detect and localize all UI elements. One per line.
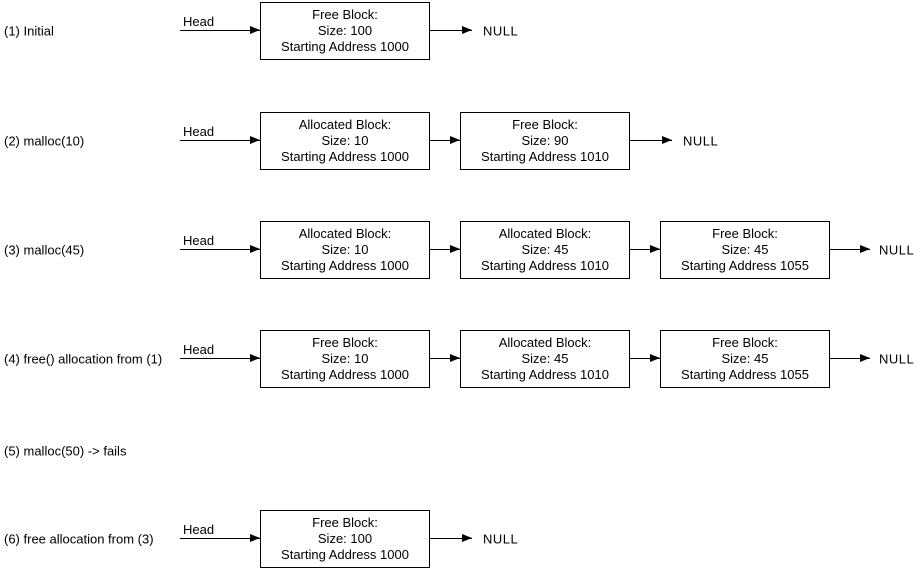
row-label: (4) free() allocation from (1) — [4, 351, 163, 367]
diagram-row-4: (4) free() allocation from (1) Head Free… — [0, 330, 921, 388]
block-address: Starting Address 1010 — [481, 149, 609, 164]
link-arrow — [830, 354, 870, 363]
link-arrow — [430, 245, 460, 254]
row-label: (5) malloc(50) -> fails — [4, 443, 127, 459]
null-label: NULL — [483, 23, 519, 39]
block-address: Starting Address 1000 — [281, 547, 409, 562]
link-arrow — [430, 354, 460, 363]
block-title: Allocated Block: — [298, 117, 392, 132]
block-title: Free Block: — [312, 7, 378, 22]
head-label: Head — [183, 233, 215, 248]
block-size: Size: 100 — [317, 531, 373, 546]
link-arrow — [830, 245, 870, 254]
block-size: Size: 45 — [521, 351, 569, 366]
memory-block: Free Block: Size: 10 Starting Address 10… — [260, 330, 430, 388]
memory-block: Allocated Block: Size: 10 Starting Addre… — [260, 221, 430, 279]
null-label: NULL — [683, 133, 719, 149]
block-address: Starting Address 1010 — [481, 258, 609, 273]
memory-block: Allocated Block: Size: 45 Starting Addre… — [460, 330, 630, 388]
memory-block: Allocated Block: Size: 45 Starting Addre… — [460, 221, 630, 279]
block-title: Allocated Block: — [298, 226, 392, 241]
block-size: Size: 100 — [317, 23, 373, 38]
block-address: Starting Address 1010 — [481, 367, 609, 382]
row-label: (1) Initial — [4, 23, 54, 39]
link-arrow — [430, 26, 472, 35]
head-arrow: Head — [180, 233, 260, 254]
block-title: Free Block: — [712, 226, 778, 241]
block-address: Starting Address 1000 — [281, 149, 409, 164]
link-arrow — [430, 136, 460, 145]
row-label: (6) free allocation from (3) — [4, 531, 154, 547]
link-arrow — [630, 245, 660, 254]
row-label: (3) malloc(45) — [4, 242, 85, 258]
diagram-row-6: (6) free allocation from (3) Head Free B… — [0, 510, 921, 568]
diagram-row-5: (5) malloc(50) -> fails — [0, 422, 921, 480]
block-address: Starting Address 1055 — [681, 258, 809, 273]
diagram-row-3: (3) malloc(45) Head Allocated Block: Siz… — [0, 221, 921, 279]
block-size: Size: 90 — [521, 133, 569, 148]
head-arrow: Head — [180, 124, 260, 145]
head-arrow: Head — [180, 14, 260, 35]
diagram-row-1: (1) Initial Head Free Block: Size: 100 S… — [0, 2, 921, 60]
diagram-row-2: (2) malloc(10) Head Allocated Block: Siz… — [0, 112, 921, 170]
head-label: Head — [183, 14, 215, 29]
head-label: Head — [183, 124, 215, 139]
link-arrow — [630, 136, 672, 145]
head-arrow: Head — [180, 522, 260, 543]
head-arrow: Head — [180, 342, 260, 363]
memory-block: Free Block: Size: 90 Starting Address 10… — [460, 112, 630, 170]
block-title: Free Block: — [512, 117, 578, 132]
block-title: Free Block: — [312, 335, 378, 350]
block-size: Size: 45 — [521, 242, 569, 257]
block-address: Starting Address 1000 — [281, 39, 409, 54]
memory-block: Free Block: Size: 45 Starting Address 10… — [660, 330, 830, 388]
block-title: Allocated Block: — [498, 226, 592, 241]
block-size: Size: 10 — [321, 242, 369, 257]
memory-block: Allocated Block: Size: 10 Starting Addre… — [260, 112, 430, 170]
memory-block: Free Block: Size: 100 Starting Address 1… — [260, 2, 430, 60]
block-size: Size: 45 — [721, 351, 769, 366]
row-label: (2) malloc(10) — [4, 133, 85, 149]
memory-block: Free Block: Size: 45 Starting Address 10… — [660, 221, 830, 279]
null-label: NULL — [879, 242, 915, 258]
null-label: NULL — [879, 351, 915, 367]
null-label: NULL — [483, 531, 519, 547]
block-address: Starting Address 1055 — [681, 367, 809, 382]
memory-block: Free Block: Size: 100 Starting Address 1… — [260, 510, 430, 568]
link-arrow — [630, 354, 660, 363]
block-title: Free Block: — [712, 335, 778, 350]
link-arrow — [430, 534, 472, 543]
head-label: Head — [183, 342, 215, 357]
block-size: Size: 10 — [321, 351, 369, 366]
block-size: Size: 10 — [321, 133, 369, 148]
block-title: Allocated Block: — [498, 335, 592, 350]
block-address: Starting Address 1000 — [281, 367, 409, 382]
block-size: Size: 45 — [721, 242, 769, 257]
block-title: Free Block: — [312, 515, 378, 530]
head-label: Head — [183, 522, 215, 537]
block-address: Starting Address 1000 — [281, 258, 409, 273]
